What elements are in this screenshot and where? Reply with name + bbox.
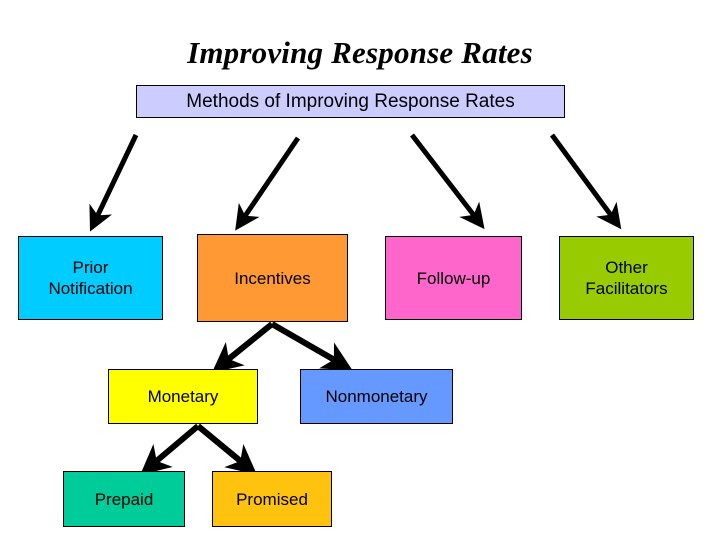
node-prepaid[interactable]: Prepaid <box>63 471 185 527</box>
node-promised[interactable]: Promised <box>212 471 332 527</box>
node-nonmonetary[interactable]: Nonmonetary <box>300 369 453 424</box>
node-label: Follow-up <box>416 268 491 288</box>
node-monetary[interactable]: Monetary <box>108 369 258 424</box>
node-follow-up[interactable]: Follow-up <box>385 236 522 320</box>
node-label: Incentives <box>234 268 311 288</box>
node-label: Promised <box>236 489 308 509</box>
arrow-header-to-other <box>549 133 622 230</box>
arrow-header-to-followup <box>410 133 485 230</box>
node-label: Methods of Improving Response Rates <box>186 91 515 112</box>
node-label: Prior Notification <box>48 258 133 298</box>
node-label: Prepaid <box>94 489 154 509</box>
node-other-facilitators[interactable]: Other Facilitators <box>559 236 694 320</box>
node-label: Other Facilitators <box>585 258 668 298</box>
arrow-incentives-to-monetary <box>211 321 274 373</box>
page-title: Improving Response Rates <box>187 35 533 70</box>
node-incentives[interactable]: Incentives <box>197 234 348 322</box>
node-prior-notification[interactable]: Prior Notification <box>18 236 163 320</box>
arrow-monetary-to-promised <box>196 423 257 475</box>
node-label: Monetary <box>147 387 219 406</box>
arrow-incentives-to-nonmonetary <box>270 321 353 371</box>
node-label: Nonmonetary <box>325 387 428 406</box>
arrow-monetary-to-prepaid <box>140 423 200 475</box>
arrow-header-to-prior <box>89 133 139 232</box>
node-methods-of-improving-response-rates[interactable]: Methods of Improving Response Rates <box>136 85 565 118</box>
arrow-header-to-incentives <box>235 136 301 231</box>
